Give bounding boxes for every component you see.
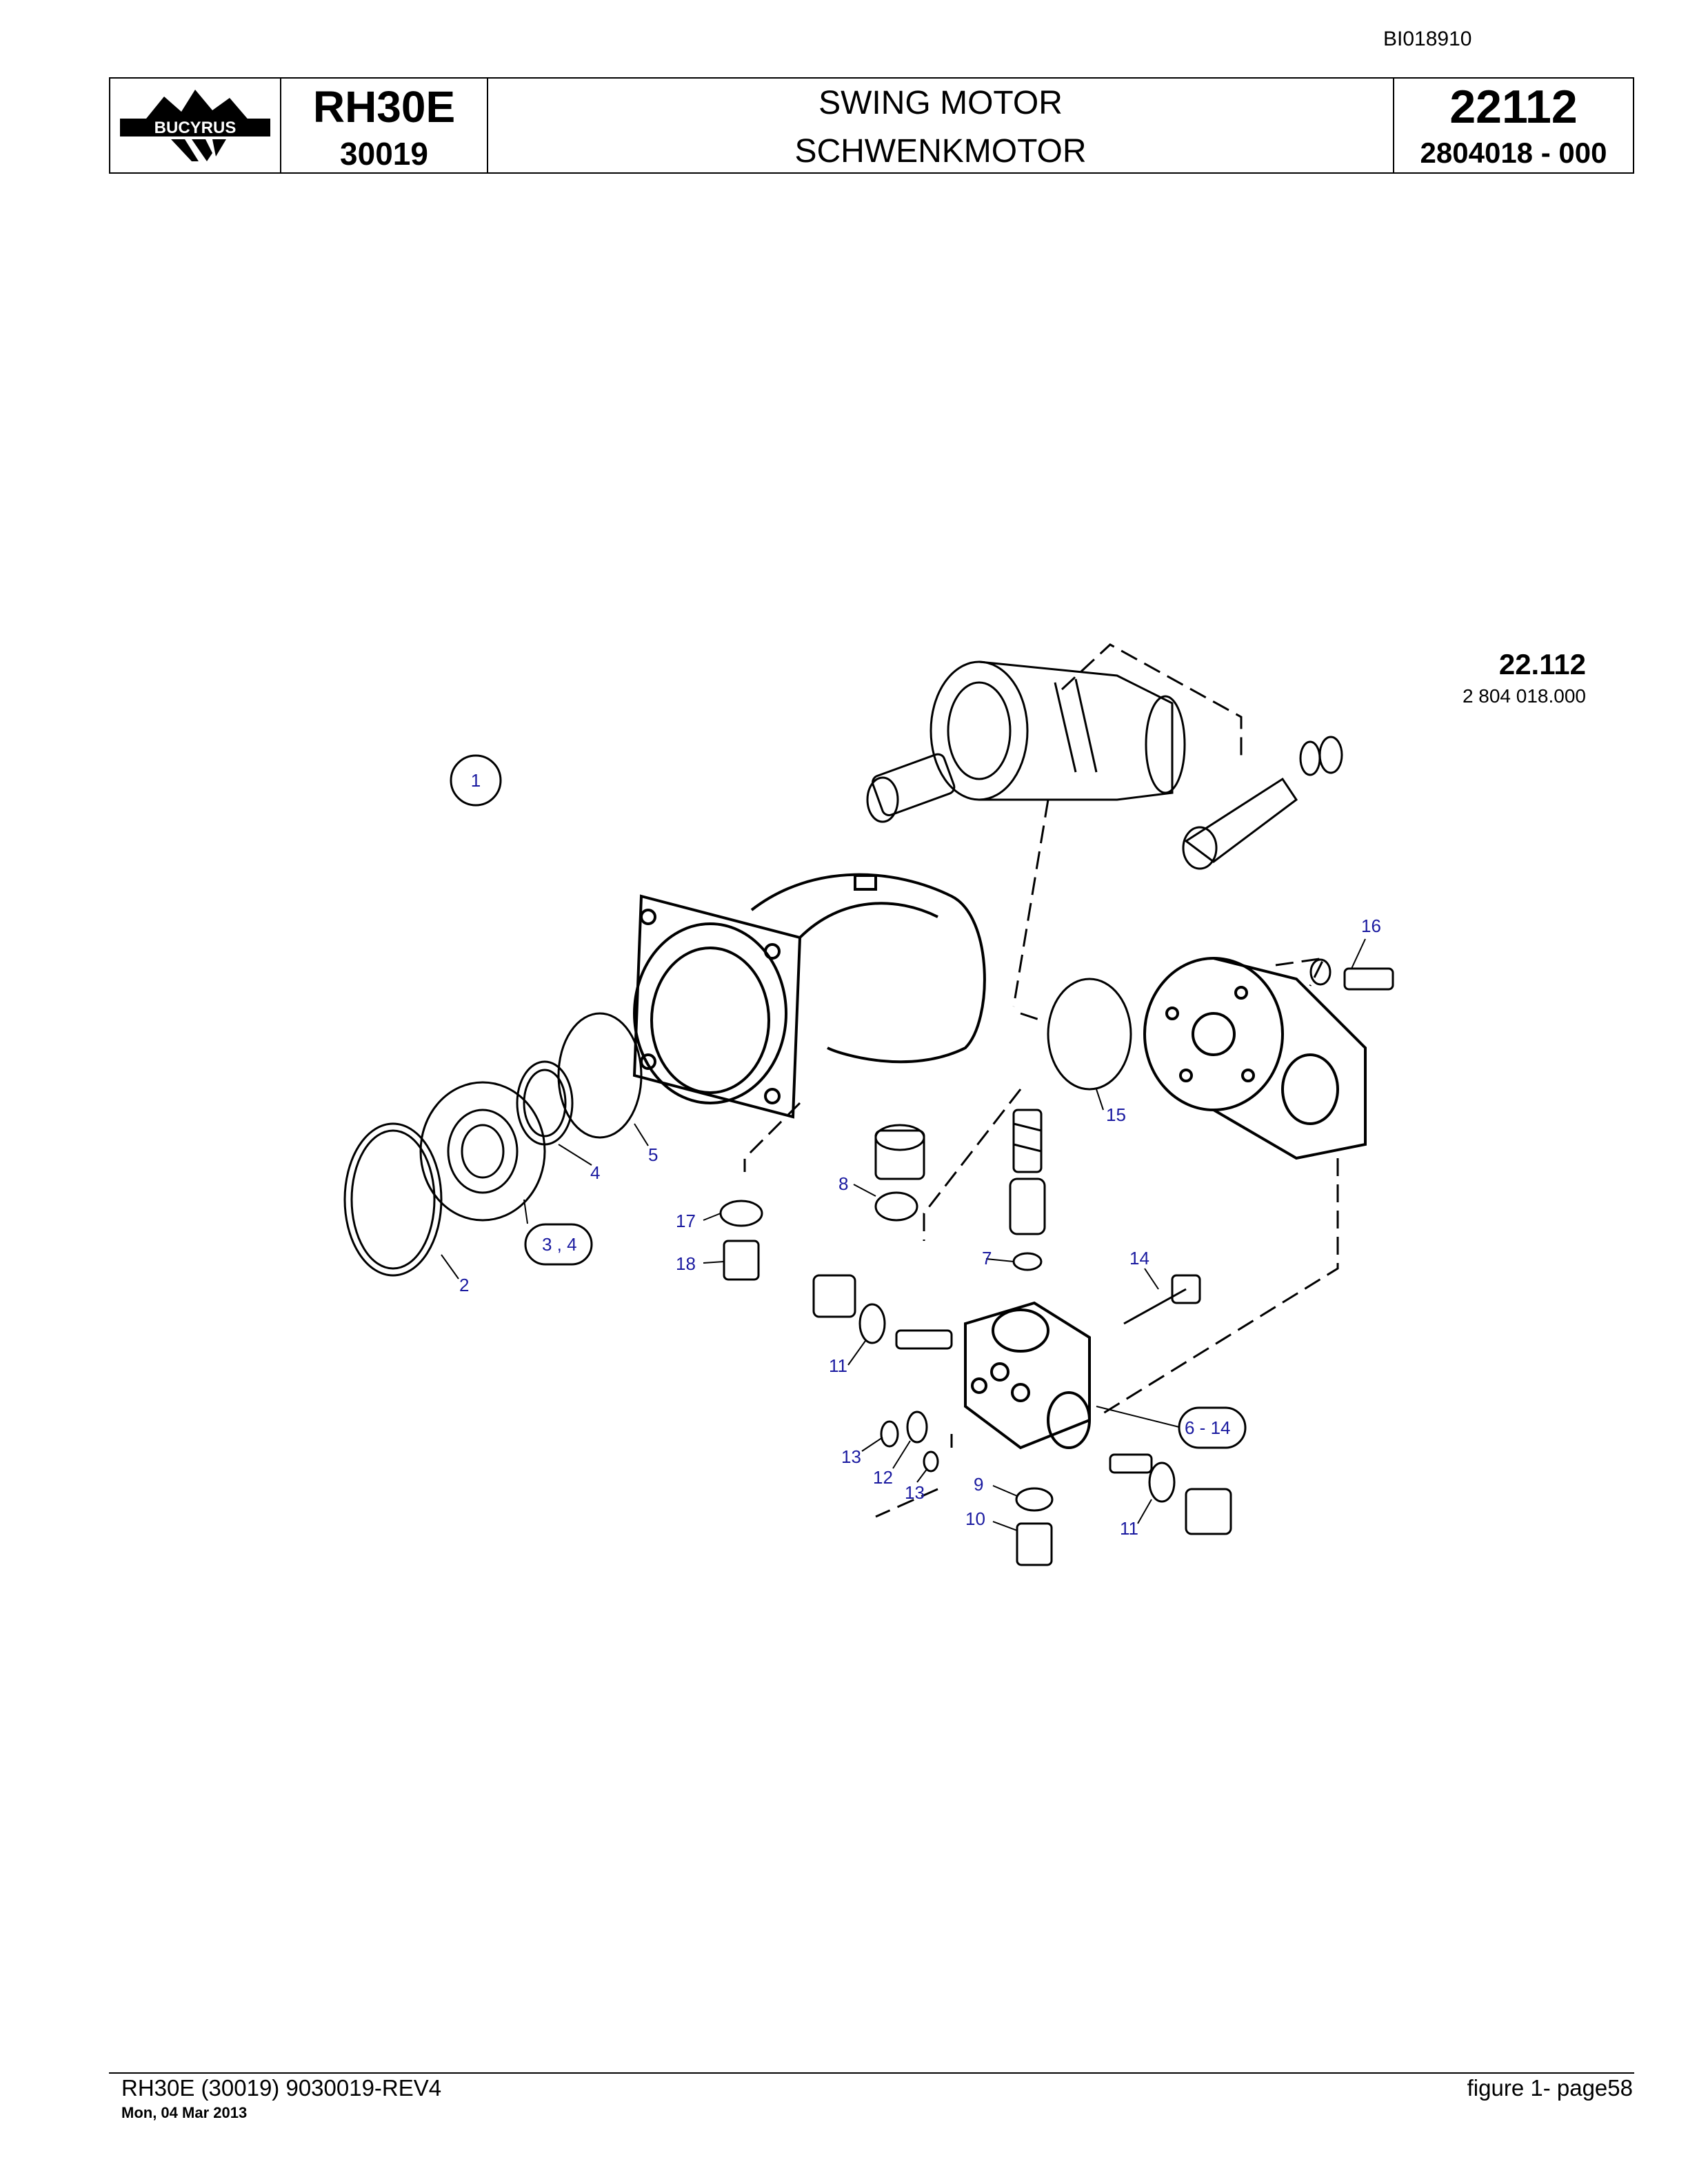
callout-6-14-box [1178, 1406, 1247, 1449]
callout-1-circle [450, 754, 502, 807]
plug-18 [723, 1240, 760, 1281]
footer-document-ref: RH30E (30019) 9030019-REV4 [121, 2075, 442, 2101]
valve-poppet [1009, 1177, 1046, 1235]
bearing-ring-3 [419, 1081, 546, 1222]
footer-page-ref: figure 1- page58 [1467, 2075, 1633, 2101]
callout-14: 14 [1129, 1248, 1149, 1268]
figure-reference: 22.112 2 804 018.000 [1441, 648, 1586, 707]
o-ring-11b [1148, 1462, 1176, 1503]
plug-8 [874, 1124, 925, 1180]
callout-13a: 13 [841, 1446, 861, 1467]
model-serial: 30019 [340, 136, 428, 172]
callout-1: 1 [471, 770, 481, 791]
port-plate [1143, 957, 1367, 1160]
callout-6-14: 6 - 14 [1185, 1417, 1231, 1438]
plug-10 [1016, 1522, 1053, 1566]
document-id: BI018910 [1383, 28, 1472, 50]
callout-3-4: 3 , 4 [542, 1234, 577, 1255]
piston [1182, 736, 1343, 870]
spring-valve [1012, 1109, 1043, 1173]
plug-11a [812, 1274, 856, 1318]
o-ring-8 [874, 1191, 918, 1222]
callout-7: 7 [982, 1248, 992, 1268]
callout-18: 18 [676, 1253, 696, 1274]
callout-17: 17 [676, 1211, 696, 1231]
screw-14 [1123, 1274, 1201, 1325]
group-number: 22112 [1449, 81, 1578, 133]
seal-17 [719, 1200, 763, 1227]
callout-4: 4 [590, 1162, 600, 1183]
svg-text:BUCYRUS: BUCYRUS [154, 119, 237, 137]
o-ring-13b [923, 1450, 939, 1473]
model-cell: RH30E 30019 [281, 79, 488, 172]
o-ring-13a [880, 1420, 899, 1448]
title-block: BUCYRUS RH30E 30019 SWING MOTOR SCHWENKM… [109, 77, 1634, 174]
footer-date: Mon, 04 Mar 2013 [121, 2104, 248, 2121]
callout-13b: 13 [905, 1482, 925, 1503]
logo-cell: BUCYRUS [110, 79, 281, 172]
callout-3-4-box [524, 1223, 593, 1266]
o-ring-12 [906, 1410, 928, 1444]
callout-10: 10 [965, 1508, 985, 1529]
spring-11a [895, 1329, 953, 1350]
callout-11a: 11 [829, 1355, 847, 1376]
shaft-seal-4 [516, 1060, 574, 1146]
washer-7 [1012, 1252, 1043, 1271]
o-ring-11a [858, 1303, 886, 1344]
rotating-group [866, 660, 1186, 823]
motor-housing [632, 873, 986, 1119]
part-number: 2804018 - 000 [1420, 136, 1607, 169]
callout-2: 2 [459, 1275, 469, 1295]
callout-15: 15 [1106, 1104, 1126, 1125]
figure-ref-part: 2 804 018.000 [1462, 685, 1586, 707]
assembly-lines [743, 643, 1339, 1518]
callout-11b: 11 [1120, 1518, 1138, 1539]
bucyrus-logo: BUCYRUS [120, 90, 270, 161]
callout-8: 8 [838, 1173, 848, 1194]
title-cell: SWING MOTOR SCHWENKMOTOR [488, 79, 1394, 172]
screw-16 [1309, 958, 1394, 991]
valve-block [964, 1301, 1091, 1450]
footer-divider [109, 2072, 1634, 2074]
model-name: RH30E [312, 82, 456, 132]
o-ring-5 [557, 1012, 643, 1139]
figure-ref-number: 22.112 [1498, 648, 1586, 680]
washer-9 [1015, 1487, 1054, 1512]
number-cell: 22112 2804018 - 000 [1394, 79, 1633, 172]
callout-5: 5 [648, 1144, 658, 1165]
exploded-parts-diagram: 1 2 3 , 4 4 5 6 - 14 7 8 9 10 11 11 12 1… [343, 643, 1394, 1566]
plug-11b [1185, 1488, 1232, 1535]
o-ring-15 [1047, 978, 1132, 1091]
spring-11b [1109, 1453, 1153, 1474]
title-german: SCHWENKMOTOR [794, 133, 1087, 170]
title-english: SWING MOTOR [818, 85, 1063, 121]
callout-12: 12 [873, 1467, 893, 1488]
callout-16: 16 [1361, 916, 1381, 936]
retaining-ring-2 [343, 1122, 443, 1277]
callout-9: 9 [974, 1474, 983, 1495]
